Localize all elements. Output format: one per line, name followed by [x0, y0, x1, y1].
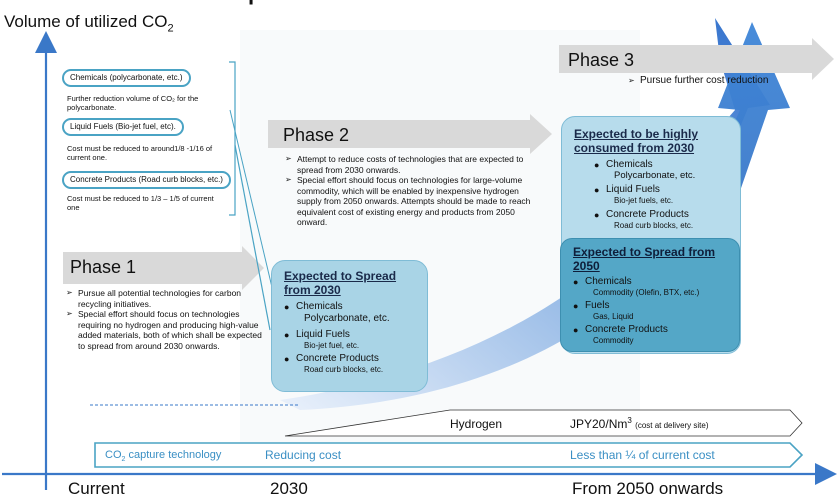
phase1-arrow — [63, 246, 264, 290]
box-2030-item-detail: Road curb blocks, etc. — [304, 365, 384, 374]
phase1-bullet: Pursue all potential technologies for ca… — [66, 288, 266, 309]
x-label-2030: 2030 — [270, 479, 308, 498]
phase2-label: Phase 2 — [283, 125, 350, 145]
box-consumed-item: Chemicals — [594, 159, 732, 171]
capture-label: CO2 capture technology — [105, 449, 222, 464]
box-2050-item-detail: Gas, Liquid — [593, 312, 634, 321]
note-liquid-fuels: Cost must be reduced to around1/8 -1/16 … — [67, 144, 213, 162]
hydrogen-bar — [284, 409, 803, 437]
y-axis-label: Volume of utilized CO2 — [4, 12, 174, 35]
pill-chemicals: Chemicals (polycarbonate, etc.) — [62, 69, 191, 87]
box-2050-item: Chemicals — [573, 276, 731, 288]
phase1-bullet: Special effort should focus on technolog… — [66, 309, 266, 351]
panel-bracket — [229, 61, 236, 216]
box-2030-item-detail: Bio-jet fuel, etc. — [304, 341, 360, 350]
box-2030-item-detail: Polycarbonate, etc. — [304, 313, 390, 324]
box-2030-item: Concrete Products — [284, 353, 417, 365]
box-2030-item: Chemicals — [284, 301, 417, 313]
pill-concrete: Concrete Products (Road curb blocks, etc… — [62, 171, 231, 189]
box-highly-consumed-title: Expected to be highly consumed from 2030 — [574, 127, 699, 155]
panel-connector-2 — [229, 109, 276, 301]
phase2-bullet: Special effort should focus on technolog… — [285, 175, 545, 228]
hydrogen-label: Hydrogen — [450, 417, 503, 431]
box-2050-item-detail: Commodity (Olefin, BTX, etc.) — [593, 288, 700, 297]
phase3-label: Phase 3 — [568, 50, 635, 70]
box-consumed-item-detail: Road curb blocks, etc. — [614, 221, 694, 230]
box-2030-item: Liquid Fuels — [284, 329, 417, 341]
phase3-bullet: Pursue further cost reduction — [628, 75, 818, 87]
pill-liquid-fuels: Liquid Fuels (Bio-jet fuel, etc). — [62, 118, 184, 136]
phase3-bullets: Pursue further cost reduction — [628, 75, 818, 87]
box-2050-item: Concrete Products — [573, 324, 731, 336]
box-consumed-item: Liquid Fuels — [594, 184, 732, 196]
note-chemicals: Further reduction volume of CO₂ for the … — [67, 94, 199, 112]
box-2050-item-detail: Commodity — [593, 336, 634, 345]
title-fragment: p — [248, 0, 788, 6]
x-label-current: Current — [68, 479, 125, 498]
capture-middle: Reducing cost — [265, 448, 342, 462]
box-spread-2050: Expected to Spread from 2050 Chemicals C… — [560, 238, 740, 352]
hydrogen-cost: JPY20/Nm3 (cost at delivery site) — [570, 416, 709, 431]
phase2-bullet: Attempt to reduce costs of technologies … — [285, 154, 545, 175]
title-fragment-container: p — [248, 0, 788, 8]
capture-right: Less than ¼ of current cost — [570, 448, 715, 462]
capture-bar — [94, 442, 804, 468]
box-spread-2050-title: Expected to Spread from 2050 — [573, 245, 716, 273]
box-2050-item: Fuels — [573, 300, 731, 312]
x-label-2050: From 2050 onwards — [572, 479, 724, 498]
phase3-arrow — [559, 38, 834, 80]
phase1-bullets: Pursue all potential technologies for ca… — [66, 288, 266, 351]
box-consumed-item-detail: Polycarbonate, etc. — [614, 170, 696, 181]
box-consumed-item: Concrete Products — [594, 209, 732, 221]
box-spread-2030: Expected to Spread from 2030 Chemicals P… — [271, 260, 428, 392]
box-consumed-item-detail: Bio-jet fuels, etc. — [614, 196, 674, 205]
phase2-bullets: Attempt to reduce costs of technologies … — [285, 154, 545, 228]
phase2-arrow — [268, 114, 552, 154]
box-spread-2030-title: Expected to Spread from 2030 — [284, 269, 397, 297]
phase1-label: Phase 1 — [70, 257, 137, 277]
note-concrete: Cost must be reduced to 1/3 – 1/5 of cur… — [67, 194, 214, 212]
